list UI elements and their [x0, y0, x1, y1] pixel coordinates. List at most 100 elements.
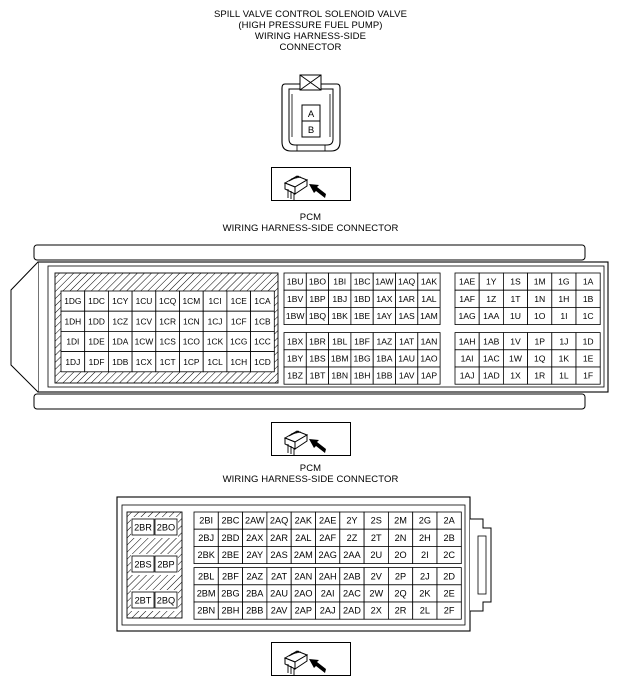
pin-label: 1O	[534, 311, 546, 321]
pin-label: 1AE	[459, 277, 476, 287]
pin-label: 1BT	[310, 371, 327, 381]
pin-label: 2AS	[270, 550, 287, 560]
pin-label: 1B	[583, 294, 594, 304]
pin-label: 1AM	[420, 311, 438, 321]
pin-label: 2Z	[347, 533, 358, 543]
pin-label: 1BS	[309, 354, 326, 364]
pin-label: 2AW	[245, 516, 265, 526]
pin-label: 2BD	[222, 533, 240, 543]
pin-label: 1DC	[88, 296, 105, 306]
pin-label: 1DB	[112, 357, 129, 367]
pin-label: 1BG	[353, 354, 371, 364]
pin-label: 2AI	[321, 589, 335, 599]
pin-label: 2AK	[295, 516, 313, 526]
terminal-b: B	[308, 125, 314, 136]
pin-label: 1AS	[399, 311, 416, 321]
pin-label: 1CA	[254, 296, 271, 306]
pin-label: 1CG	[230, 337, 247, 347]
pin-label: 1H	[558, 294, 569, 304]
pin-label: 2P	[395, 571, 406, 581]
title-line: (HIGH PRESSURE FUEL PUMP)	[238, 20, 383, 31]
pin-label: 2Q	[394, 589, 406, 599]
pin-label: 2C	[443, 550, 455, 560]
pin-label: 2X	[371, 606, 382, 616]
pin-label: 1N	[534, 294, 545, 304]
pin-label: 2AY	[246, 550, 263, 560]
pin-label: 1I	[560, 311, 567, 321]
pin-label: 1BQ	[309, 311, 327, 321]
pin-label: 1BW	[286, 311, 306, 321]
pin-label: 1AL	[421, 294, 437, 304]
pin-label: 2BI	[199, 516, 213, 526]
pin-label: 1BR	[309, 336, 326, 346]
terminal-a: A	[308, 109, 315, 120]
pin-label: 2H	[419, 533, 431, 543]
pin-label: 1DG	[64, 296, 81, 306]
pin-label: 1AW	[375, 277, 394, 287]
pin-label: 1CJ	[208, 316, 223, 326]
pin-label: 2BH	[222, 606, 240, 616]
pin-label: 1C	[583, 311, 594, 321]
pin-cell	[250, 351, 275, 373]
pin-label: 2I	[421, 550, 429, 560]
spill-valve-title: SPILL VALVE CONTROL SOLENOID VALVE (HIGH…	[0, 9, 621, 53]
title-line: SPILL VALVE CONTROL SOLENOID VALVE	[213, 9, 408, 20]
pin-cell	[436, 601, 462, 620]
pin-label: 1G	[558, 277, 570, 287]
pin-label: 1CM	[183, 296, 201, 306]
pin-label: 2AF	[319, 533, 336, 543]
pin-label: 1AB	[483, 336, 500, 346]
pin-label: 1F	[583, 371, 593, 381]
pin-label: 2BN	[197, 606, 215, 616]
pin-label: 1CW	[135, 337, 154, 347]
pin-label: 1AN	[421, 336, 438, 346]
pin-label: 2AR	[270, 533, 288, 543]
pin-label: 1CH	[230, 357, 247, 367]
pin-label: 1CE	[231, 296, 248, 306]
pin-label: 1CZ	[112, 316, 128, 326]
pin-label: 1DE	[88, 337, 105, 347]
pin-label: 2BM	[197, 589, 216, 599]
pin-label: 2AB	[343, 571, 360, 581]
pin-label: 1AV	[399, 371, 415, 381]
connector-plug-icon	[271, 422, 351, 456]
pin-label: 1CF	[231, 316, 247, 326]
pin-label: 2BE	[222, 550, 239, 560]
pin-cell	[154, 591, 178, 609]
pin-cell	[417, 306, 441, 325]
pin-cell	[575, 306, 601, 325]
pin-label: 1DH	[64, 316, 81, 326]
pin-label: 1CY	[112, 296, 129, 306]
pin-label: 1X	[510, 371, 521, 381]
pin-label: 2AQ	[270, 516, 288, 526]
pin-label: 1BY	[287, 354, 304, 364]
pin-label: 1BL	[332, 336, 348, 346]
pin-cell	[436, 546, 462, 565]
pin-label: 2B	[444, 533, 455, 543]
pin-label: 1BX	[287, 336, 304, 346]
pin-label: 1Z	[486, 294, 496, 304]
pin-label: 2AO	[294, 589, 312, 599]
pin-label: 1P	[534, 336, 545, 346]
pin-label: 2BF	[222, 571, 239, 581]
pin-label: 1BV	[287, 294, 304, 304]
connector-plug-icon	[271, 167, 351, 201]
pin-label: 1BP	[309, 294, 326, 304]
pin-label: 1AH	[459, 336, 476, 346]
pin-label: 2AD	[343, 606, 361, 616]
pin-label: 2BC	[222, 516, 240, 526]
pin-label: 1AP	[421, 371, 438, 381]
pin-label: 2AX	[246, 533, 263, 543]
pin-label: 1BH	[354, 371, 371, 381]
pin-label: 1CV	[136, 316, 153, 326]
pin-label: 2AN	[294, 571, 312, 581]
pin-label: 1CQ	[159, 296, 177, 306]
pin-label: 1AY	[377, 311, 393, 321]
pin-label: 2N	[395, 533, 407, 543]
pin-label: 2E	[444, 589, 455, 599]
pin-label: 1E	[583, 354, 594, 364]
